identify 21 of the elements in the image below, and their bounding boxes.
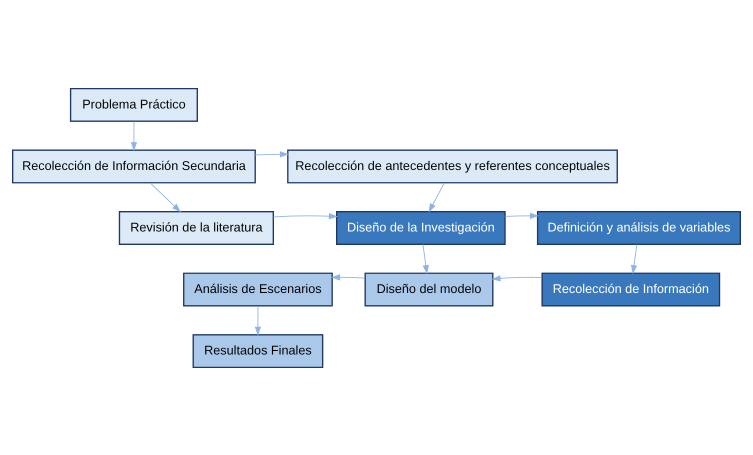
node-box: Problema Práctico [70, 87, 198, 122]
arrow [273, 212, 338, 219]
node-box: Diseño del modelo [364, 272, 494, 306]
arrow [254, 305, 262, 336]
arrow [491, 274, 542, 282]
arrow [254, 150, 289, 157]
arrow [428, 182, 445, 212]
node-box: Recolección de Información Secundaria [12, 148, 256, 183]
node-box: Definición y análisis de variables [536, 210, 742, 244]
node-box: Recolección de antecedentes y referentes conceptuales [287, 148, 618, 183]
node-box: Diseño de la Investigación [336, 210, 506, 244]
arrow [150, 182, 181, 212]
arrow [130, 120, 138, 151]
node-box: Análisis de Escenarios [183, 272, 333, 306]
arrow [630, 244, 638, 274]
arrow [504, 212, 539, 218]
node-box: Recolección de Información [541, 272, 720, 306]
arrow [422, 244, 429, 274]
arrow [331, 274, 366, 280]
node-box: Revisión de la literatura [118, 210, 274, 244]
node-box: Resultados Finales [192, 334, 324, 368]
